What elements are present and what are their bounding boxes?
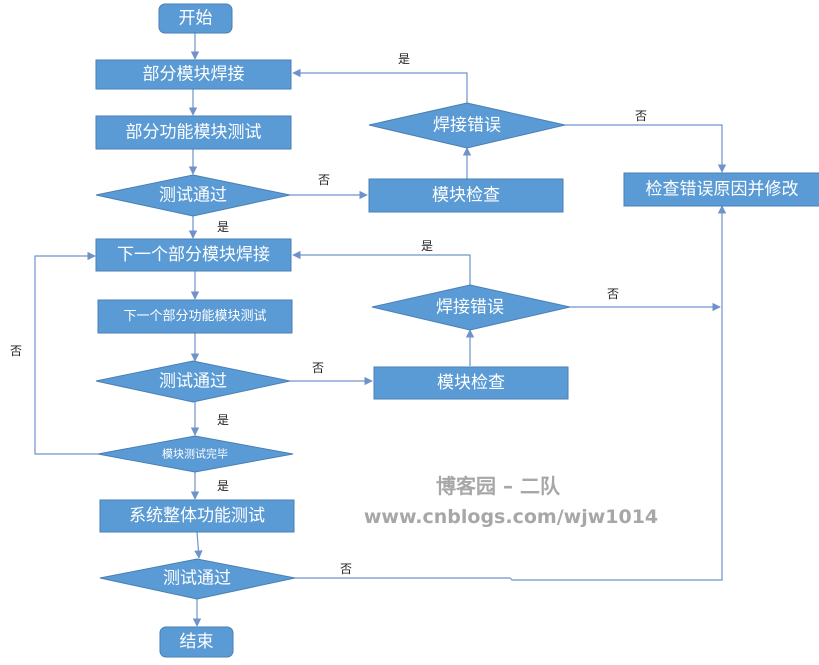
test-next-node [97, 299, 293, 334]
watermark: 博客园 – 二队 www.cnblogs.com/wjw1014 [364, 474, 658, 528]
pass1-decision [95, 174, 291, 217]
system-test-node [99, 499, 295, 533]
inspect1-node [368, 178, 564, 213]
watermark-line1: 博客园 – 二队 [436, 474, 561, 498]
edge-err1-no-to-fix [565, 124, 727, 173]
pass1-label: 测试通过 [159, 186, 227, 206]
edge-done-no-loop [34, 251, 98, 455]
label-err2-no: 否 [607, 287, 619, 301]
start-node [158, 3, 233, 34]
weld-part-label: 部分模块焊接 [143, 65, 245, 85]
system-test-label: 系统整体功能测试 [129, 506, 265, 526]
inspect2-node [373, 366, 569, 400]
weld-part-node [95, 59, 292, 90]
pass3-decision [99, 558, 296, 600]
nodes: 开始 部分模块焊接 部分功能模块测试 测试通过 模块检查 焊接错误 检查错误原因… [95, 3, 819, 658]
pass3-label: 测试通过 [163, 569, 231, 589]
weld-next-node [95, 238, 292, 272]
weld-err2-decision [371, 284, 571, 331]
test-part-label: 部分功能模块测试 [126, 123, 262, 143]
label-loop-no: 否 [10, 344, 22, 358]
pass2-decision [95, 360, 291, 403]
end-label: 结束 [180, 632, 214, 652]
label-err1-yes: 是 [398, 52, 410, 66]
edge-err2-yes-to-weldnext [292, 250, 471, 285]
edge-err1-yes-to-weld [292, 68, 468, 103]
start-label: 开始 [179, 9, 213, 29]
weld-err1-decision [368, 102, 566, 149]
test-part-node [95, 115, 292, 150]
test-next-label: 下一个部分功能模块测试 [123, 309, 266, 324]
weld-err1-label: 焊接错误 [433, 116, 501, 136]
weld-err2-label: 焊接错误 [436, 298, 504, 318]
inspect1-label: 模块检查 [432, 186, 500, 206]
edges [34, 33, 727, 627]
label-pass1-no: 否 [318, 173, 330, 187]
edge-pass3-no-to-fix [295, 205, 727, 581]
modules-done-decision [97, 435, 294, 473]
label-err1-no: 否 [635, 109, 647, 123]
edge-system-to-pass3 [194, 531, 203, 559]
label-pass3-no: 否 [340, 562, 352, 576]
inspect2-label: 模块检查 [437, 373, 505, 393]
watermark-line2: www.cnblogs.com/wjw1014 [364, 506, 658, 528]
label-pass2-yes: 是 [217, 413, 229, 427]
modules-done-label: 模块测试完毕 [162, 447, 228, 461]
fix-label: 检查错误原因并修改 [646, 180, 799, 200]
label-done-yes: 是 [217, 479, 229, 493]
label-pass2-no: 否 [312, 361, 324, 375]
label-pass1-yes: 是 [217, 220, 229, 234]
fix-node [623, 172, 819, 207]
pass2-label: 测试通过 [159, 372, 227, 392]
end-node [159, 626, 234, 658]
edge-labels: 是 否 否 是 是 否 否 否 是 是 否 [10, 52, 647, 576]
weld-next-label: 下一个部分模块焊接 [117, 245, 270, 265]
label-err2-yes: 是 [421, 239, 433, 253]
